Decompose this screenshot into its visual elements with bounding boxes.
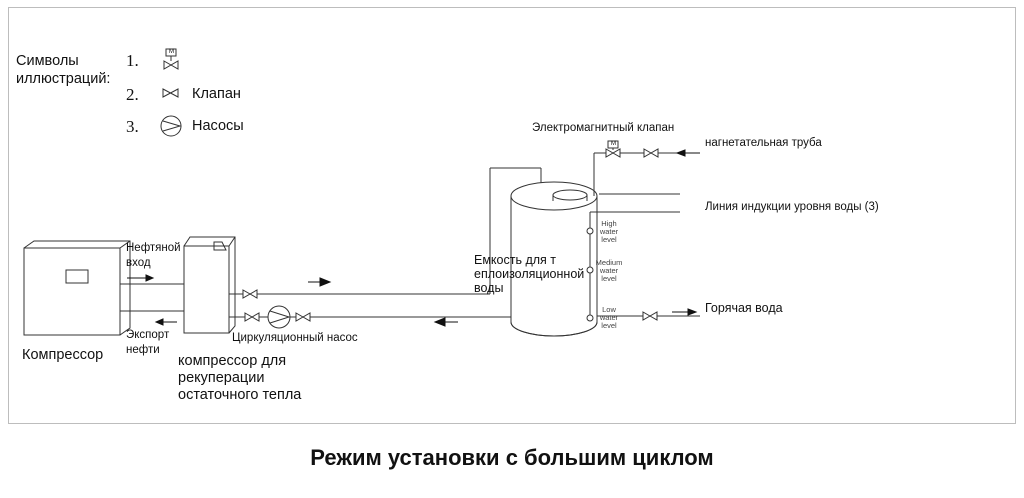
pump-icon bbox=[160, 115, 182, 137]
tank-line1: Емкость для т bbox=[474, 253, 557, 267]
oil-out-line1: Экспорт bbox=[126, 329, 170, 341]
supply-pipe-label: нагнетательная труба bbox=[705, 137, 822, 149]
valve-upper bbox=[242, 289, 258, 299]
legend-pump-label: Насосы bbox=[192, 118, 244, 134]
level-low-line3: level bbox=[601, 320, 617, 330]
tank-line2: еплоизоляционной bbox=[474, 267, 585, 281]
water-tank bbox=[510, 181, 680, 337]
compressor-label: Компрессор bbox=[22, 347, 104, 363]
legend-valve-label: Клапан bbox=[192, 86, 241, 102]
compressor-unit bbox=[23, 240, 131, 336]
legend-number-3: 3. bbox=[126, 117, 139, 136]
legend-title-line1: Символы bbox=[16, 53, 79, 69]
motor-valve-icon bbox=[163, 48, 179, 70]
legend-title-line2: иллюстраций: bbox=[16, 71, 111, 87]
legend-motor-letter: M bbox=[169, 49, 174, 55]
tank-line3: воды bbox=[474, 281, 504, 295]
recovery-line3: остаточного тепла bbox=[178, 387, 302, 403]
arrow-hot-water bbox=[672, 308, 698, 316]
level-medium: Medium water level bbox=[592, 259, 626, 283]
level-line-label: Линия индукции уровня воды (3) bbox=[705, 201, 879, 213]
level-medium-line2: water bbox=[599, 265, 619, 275]
recovery-line1: компрессор для bbox=[178, 353, 287, 369]
level-medium-line3: level bbox=[601, 273, 617, 283]
arrow-oil-in bbox=[127, 274, 155, 282]
arrow-oil-out bbox=[154, 318, 177, 326]
level-high: High water level bbox=[594, 220, 624, 244]
level-high-line2: water bbox=[599, 226, 619, 236]
level-low: Low water level bbox=[594, 306, 624, 330]
legend-number-2: 2. bbox=[126, 85, 139, 104]
solenoid-valve-icon bbox=[605, 140, 621, 158]
level-high-line3: level bbox=[601, 234, 617, 244]
valve-hot-water bbox=[642, 311, 658, 321]
recovery-line2: рекуперации bbox=[178, 370, 265, 386]
heat-recovery-compressor bbox=[183, 236, 236, 334]
oil-in-line1: Нефтяной bbox=[126, 242, 181, 254]
diagram-frame bbox=[8, 7, 1016, 424]
level-low-line2: water bbox=[599, 312, 619, 322]
arrow-supply bbox=[675, 149, 700, 157]
legend-number-1: 1. bbox=[126, 51, 139, 70]
diagram-caption: Режим установки с большим циклом bbox=[310, 445, 714, 470]
solenoid-motor-letter: M bbox=[611, 141, 616, 147]
valve-lower bbox=[244, 312, 260, 322]
oil-out-line2: нефти bbox=[126, 344, 160, 356]
arrow-to-tank bbox=[308, 277, 332, 287]
valve-supply bbox=[643, 148, 659, 158]
hot-water-label: Горячая вода bbox=[705, 301, 783, 315]
oil-in-line2: вход bbox=[126, 257, 151, 269]
level-low-line1: Low bbox=[602, 305, 616, 314]
circulation-pump-icon bbox=[267, 305, 291, 329]
circulation-pump-label: Циркуляционный насос bbox=[232, 332, 358, 344]
valve-icon bbox=[162, 88, 179, 98]
solenoid-valve-label: Электромагнитный клапан bbox=[532, 122, 675, 134]
level-high-line1: High bbox=[601, 219, 617, 228]
level-medium-line1: Medium bbox=[595, 258, 623, 267]
arrow-from-tank bbox=[433, 317, 458, 327]
valve-pump-out bbox=[295, 312, 311, 322]
